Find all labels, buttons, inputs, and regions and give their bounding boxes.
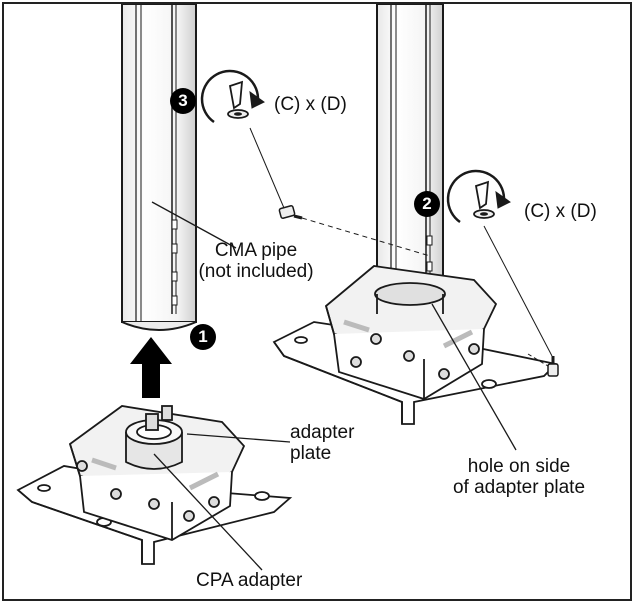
alignment-lines	[249, 127, 553, 367]
right-cma-pipe	[376, 4, 444, 315]
left-cma-pipe	[121, 4, 197, 331]
step-3-multiplier: (C) x (D)	[274, 94, 347, 115]
step-2-multiplier: (C) x (D)	[524, 201, 597, 222]
right-ceiling-mount	[272, 265, 558, 425]
hole-label-line1: hole on side	[467, 456, 571, 477]
left-ceiling-mount	[16, 405, 293, 565]
allen-wrench-rotate-icon	[200, 69, 265, 124]
hole-label-line2: of adapter plate	[452, 477, 586, 498]
screw-icon	[547, 356, 559, 377]
cpa-adapter-label: CPA adapter	[196, 570, 303, 591]
cma-pipe-label: CMA pipe (not included)	[186, 240, 326, 282]
assembly-illustration	[16, 4, 559, 571]
step-badge-3: 3	[170, 88, 196, 114]
hole-label: hole on side of adapter plate	[444, 456, 594, 498]
cma-pipe-label-line1: CMA pipe	[214, 240, 298, 261]
step-badge-2: 2	[414, 191, 440, 217]
adapter-plate-label-line1: adapter	[290, 422, 355, 443]
adapter-plate-label: adapter plate	[290, 422, 354, 464]
step-badge-1: 1	[190, 324, 216, 350]
adapter-plate-label-line2: plate	[290, 443, 332, 464]
leader-lines	[151, 201, 517, 571]
allen-wrench-rotate-icon	[446, 169, 511, 224]
up-arrow-icon	[130, 337, 172, 398]
screw-icon	[278, 205, 303, 220]
cma-pipe-label-line2: (not included)	[198, 261, 314, 282]
